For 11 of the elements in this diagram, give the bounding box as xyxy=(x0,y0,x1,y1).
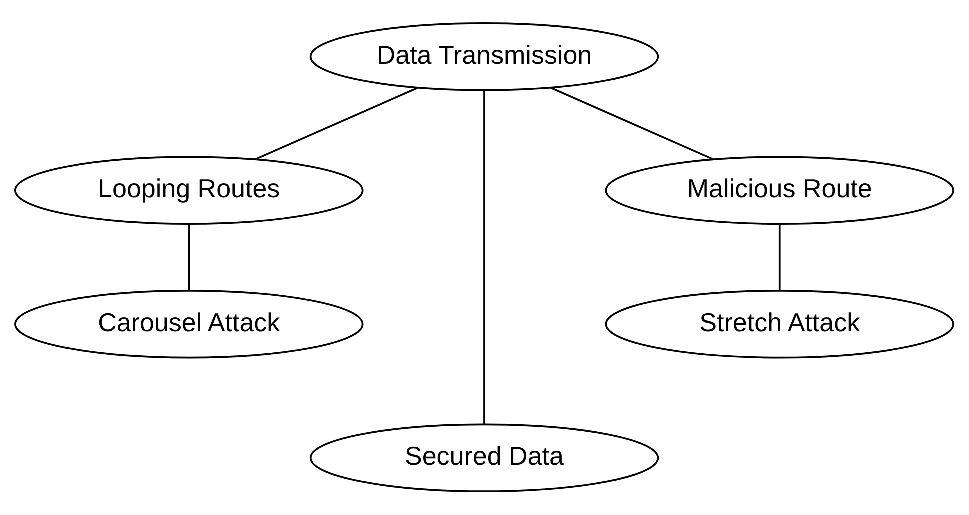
connector xyxy=(254,87,419,161)
node-ellipse: Data Transmission xyxy=(310,22,660,92)
node-ellipse: Malicious Route xyxy=(605,156,954,225)
connector xyxy=(188,224,190,291)
connector xyxy=(484,90,486,424)
node-ellipse: Secured Data xyxy=(310,424,660,492)
node-ellipse: Carousel Attack xyxy=(14,290,364,359)
connector xyxy=(778,224,781,291)
connector xyxy=(550,87,714,161)
node-ellipse: Stretch Attack xyxy=(605,290,954,359)
node-ellipse: Looping Routes xyxy=(14,156,364,225)
